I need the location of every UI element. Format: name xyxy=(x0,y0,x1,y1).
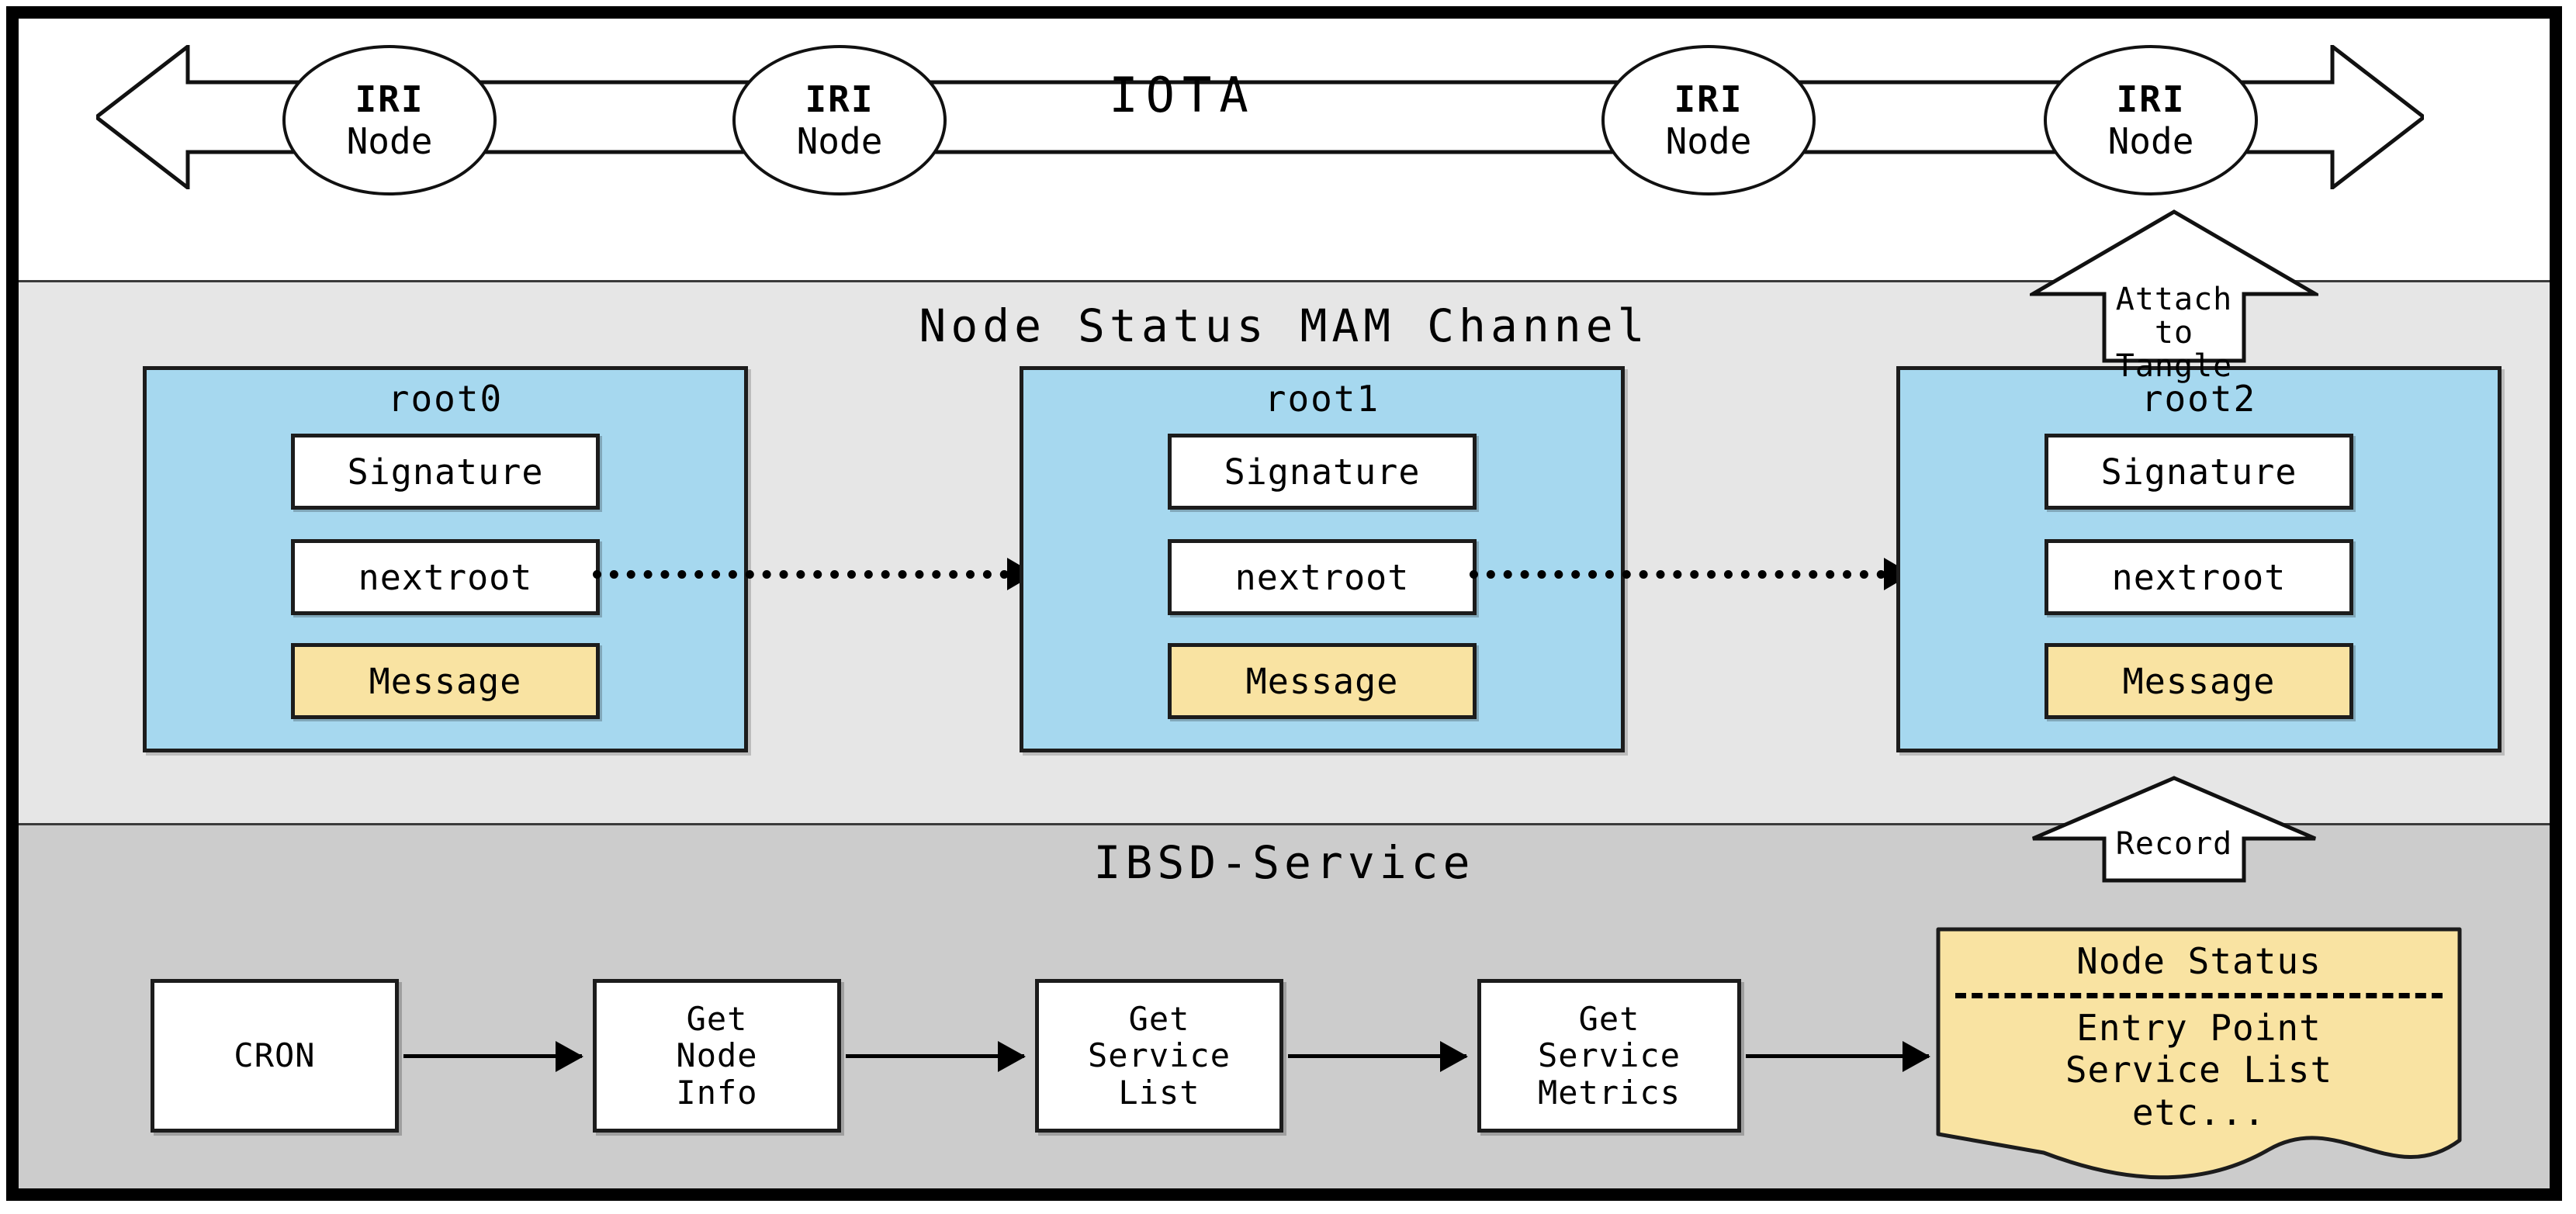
process-cron-label: CRON xyxy=(234,1036,316,1075)
diagram-frame: IRI Node IRI Node IRI Node IRI Node IOTA… xyxy=(6,6,2562,1201)
tangle-band: IRI Node IRI Node IRI Node IRI Node IOTA xyxy=(19,19,2550,280)
dotted-link-root0-root1 xyxy=(593,558,1035,590)
attach-to-tangle-arrow[interactable]: Attach to Tangle xyxy=(2030,209,2318,383)
root2-message-field[interactable]: Message xyxy=(2045,643,2353,719)
process-cron[interactable]: CRON xyxy=(151,979,399,1133)
flow-arrow-cron-to-nodeinfo xyxy=(403,1041,583,1072)
root2-label: root2 xyxy=(2141,378,2257,420)
iri-node-3-line1: IRI xyxy=(1674,78,1743,120)
flow-arrow-nodeinfo-to-servicelist xyxy=(846,1041,1026,1072)
ibsd-band-title: IBSD-Service xyxy=(1093,836,1475,889)
iri-node-2-line2: Node xyxy=(796,120,883,162)
mam-band-title: Node Status MAM Channel xyxy=(919,299,1650,352)
attach-label-line2: to xyxy=(2154,315,2194,351)
iri-node-2-line1: IRI xyxy=(805,78,874,120)
dotted-link-line-2 xyxy=(1470,570,1885,579)
record-label: Record xyxy=(2030,826,2318,862)
root1-signature-field[interactable]: Signature xyxy=(1168,434,1477,510)
attach-label-line1: Attach xyxy=(2115,282,2233,317)
iri-node-3[interactable]: IRI Node xyxy=(1601,45,1816,195)
flow-arrow-metrics-to-document xyxy=(1746,1041,1930,1072)
iota-network-label: IOTA xyxy=(1109,67,1256,123)
root2-signature-field[interactable]: Signature xyxy=(2045,434,2353,510)
root2-nextroot-field[interactable]: nextroot xyxy=(2045,539,2353,615)
iri-node-1-line1: IRI xyxy=(355,78,424,120)
root1-label: root1 xyxy=(1264,378,1380,420)
iri-node-3-line2: Node xyxy=(1665,120,1752,162)
iri-node-4-line1: IRI xyxy=(2116,78,2186,120)
iri-node-4[interactable]: IRI Node xyxy=(2044,45,2258,195)
root-block-root2[interactable]: root2 Signature nextroot Message xyxy=(1896,366,2502,752)
document-separator xyxy=(1955,993,2443,998)
iri-node-1-line2: Node xyxy=(346,120,433,162)
dotted-link-line-1 xyxy=(593,570,1009,579)
iri-node-2[interactable]: IRI Node xyxy=(732,45,947,195)
iri-node-4-line2: Node xyxy=(2107,120,2194,162)
mam-channel-band: Node Status MAM Channel root0 Signature … xyxy=(19,280,2550,825)
root0-message-field[interactable]: Message xyxy=(291,643,600,719)
root0-label: root0 xyxy=(387,378,504,420)
attach-to-tangle-label: Attach to Tangle xyxy=(2030,282,2318,385)
attach-label-line3: Tangle xyxy=(2115,348,2233,385)
dotted-link-root1-root2 xyxy=(1470,558,1912,590)
root-block-root0[interactable]: root0 Signature nextroot Message xyxy=(143,366,748,752)
root0-nextroot-field[interactable]: nextroot xyxy=(291,539,600,615)
record-label-line1: Record xyxy=(2115,826,2233,862)
flow-arrow-servicelist-to-metrics xyxy=(1288,1041,1468,1072)
iri-node-1[interactable]: IRI Node xyxy=(282,45,497,195)
root0-signature-field[interactable]: Signature xyxy=(291,434,600,510)
document-heading: Node Status xyxy=(2076,940,2322,982)
root1-message-field[interactable]: Message xyxy=(1168,643,1477,719)
root1-nextroot-field[interactable]: nextroot xyxy=(1168,539,1477,615)
root-block-root1[interactable]: root1 Signature nextroot Message xyxy=(1020,366,1625,752)
record-arrow[interactable]: Record xyxy=(2030,775,2318,884)
